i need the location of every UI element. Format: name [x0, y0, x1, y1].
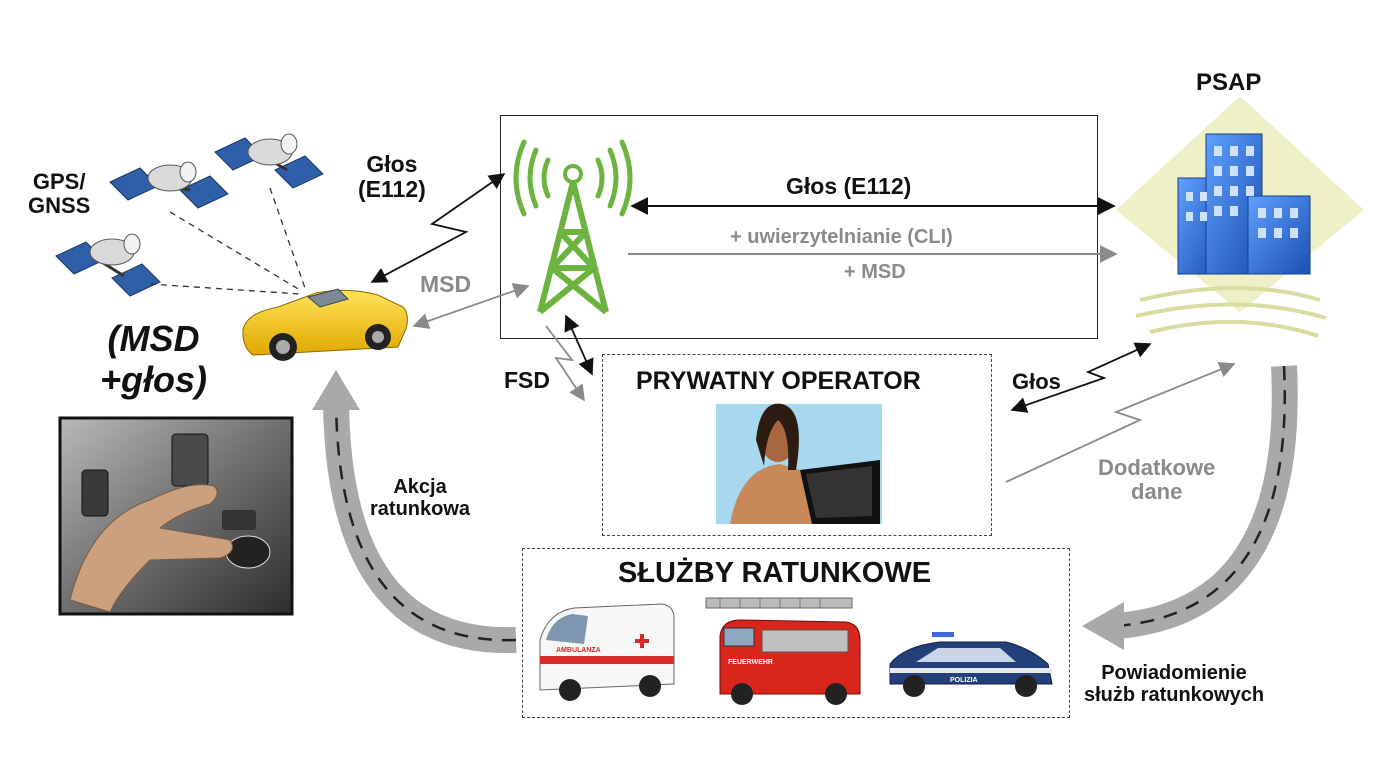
operator-title: PRYWATNY OPERATOR	[636, 367, 921, 395]
satellite-links	[149, 187, 306, 295]
voice-left-line2: (E112)	[358, 176, 426, 203]
additional-data-line1: Dodatkowe	[1098, 455, 1216, 480]
notification-line1: Powiadomienie	[1101, 662, 1247, 684]
police-car-text: POLIZIA	[950, 677, 978, 684]
rescue-action-label: Akcja ratunkowa	[370, 476, 470, 520]
additional-data-label: Dodatkowe dane	[1098, 455, 1216, 505]
gps-label-line2: GNSS	[28, 193, 91, 219]
cell-tower-icon	[513, 139, 633, 315]
operator-person-icon	[716, 403, 882, 524]
operator-tower-link	[564, 314, 594, 376]
msd-plus-label: + MSD	[844, 261, 906, 283]
car-label-line2: +głos)	[100, 359, 208, 401]
voice-left-line1: Głos	[366, 151, 418, 177]
gps-label-line1: GPS/	[32, 169, 86, 194]
emergency-title: SŁUŻBY RATUNKOWE	[618, 557, 932, 589]
cli-label: + uwierzytelnianie (CLI)	[730, 226, 953, 248]
voice-left-label: Głos (E112)	[358, 151, 426, 203]
additional-data-link	[1005, 361, 1236, 483]
ambulance-icon: AMBULANZA	[539, 603, 675, 701]
additional-data-line2: dane	[1131, 479, 1183, 505]
msd-label: MSD	[420, 271, 472, 297]
gps-label: GPS/ GNSS	[28, 169, 91, 219]
notification-arrow	[1082, 365, 1298, 650]
ambulance-text: AMBULANZA	[556, 647, 601, 654]
fire-truck-icon: FEUERWEHR	[705, 597, 861, 705]
emergency-services-box	[522, 548, 1070, 718]
car-icon	[242, 288, 408, 361]
satellite-icon	[109, 161, 229, 209]
sos-button-photo	[58, 416, 294, 616]
fsd-link	[545, 325, 585, 402]
car-label-line1: (MSD	[107, 318, 200, 359]
private-operator-box	[602, 354, 992, 536]
satellite-icon	[55, 233, 161, 297]
voice-link-car-tower	[370, 173, 506, 283]
operator-psap-voice-link	[1010, 342, 1152, 413]
fire-truck-text: FEUERWEHR	[728, 659, 773, 666]
psap-title: PSAP	[1196, 69, 1262, 96]
car-label: (MSD +głos)	[100, 318, 207, 401]
voice-psap-label: Głos (E112)	[786, 173, 912, 199]
rescue-action-line1: Akcja	[393, 476, 447, 498]
rescue-action-arrow	[312, 370, 517, 654]
rescue-action-line2: ratunkowa	[370, 498, 471, 520]
notification-label: Powiadomienie służb ratunkowych	[1084, 662, 1264, 706]
operator-voice-label: Głos	[1012, 369, 1061, 394]
psap-building-icon	[1116, 96, 1364, 338]
msd-link-car-tower	[412, 283, 530, 329]
police-car-icon: POLIZIA	[889, 632, 1053, 697]
satellite-icon	[214, 133, 324, 189]
fsd-label: FSD	[504, 367, 550, 393]
notification-line2: służb ratunkowych	[1084, 684, 1265, 706]
